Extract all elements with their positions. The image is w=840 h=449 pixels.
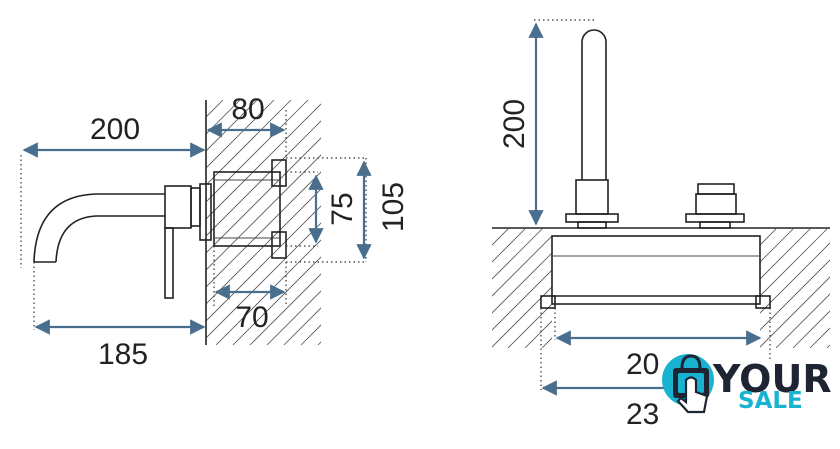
hatch-line bbox=[760, 228, 761, 229]
hatch-line bbox=[206, 222, 321, 339]
hatch-line bbox=[576, 228, 696, 348]
hatch-line bbox=[206, 100, 275, 169]
dim-200-label: 200 bbox=[498, 99, 531, 149]
hand-cursor-icon bbox=[676, 376, 709, 414]
handle-flange bbox=[685, 213, 745, 223]
hatch-line bbox=[492, 269, 552, 331]
wall-hatching bbox=[206, 100, 682, 345]
box-lug-bottom bbox=[271, 231, 287, 259]
hatch-line bbox=[249, 273, 321, 345]
right-front-view: 200 20 23 bbox=[492, 19, 830, 431]
yoursale-logo: YOUR SALE bbox=[662, 354, 832, 414]
hatch-line bbox=[760, 242, 830, 314]
handle-cap bbox=[697, 183, 735, 195]
handle-lever bbox=[164, 227, 174, 299]
hatch-line bbox=[206, 188, 321, 305]
concealed-box bbox=[213, 171, 281, 247]
hatch-line bbox=[232, 256, 321, 345]
spout-top bbox=[33, 193, 165, 263]
hatch-line bbox=[644, 228, 764, 348]
hatch-line bbox=[492, 228, 493, 229]
dim-105-label: 105 bbox=[377, 182, 410, 232]
handle-body bbox=[695, 193, 737, 215]
hatch-line bbox=[266, 290, 321, 345]
hatch-line bbox=[775, 293, 830, 348]
concealed-box bbox=[551, 235, 761, 305]
hatch-line bbox=[206, 100, 309, 203]
spout-flange bbox=[565, 213, 619, 223]
hatch-line bbox=[492, 228, 544, 280]
hatch-line bbox=[760, 259, 830, 331]
logo-word-your: YOUR bbox=[712, 357, 832, 401]
dim-200-label: 200 bbox=[90, 113, 140, 146]
flange-right bbox=[199, 183, 212, 241]
hatch-line bbox=[809, 327, 830, 348]
hatch-line bbox=[492, 286, 552, 348]
hatch-line bbox=[541, 337, 552, 348]
hatch-line bbox=[206, 154, 321, 271]
hatch-line bbox=[206, 103, 321, 220]
hatch-line bbox=[206, 100, 292, 186]
hatch-line bbox=[760, 228, 778, 246]
hatch-line bbox=[507, 303, 552, 348]
hatch-line bbox=[760, 276, 830, 348]
box-foot-left bbox=[540, 295, 556, 309]
dim-70-label: 70 bbox=[235, 301, 268, 334]
hatch-line bbox=[492, 228, 527, 263]
dim-20x-label: 20 bbox=[626, 348, 659, 381]
hatch-line bbox=[661, 228, 781, 348]
hatch-line bbox=[627, 228, 747, 348]
spout-base bbox=[575, 179, 609, 215]
flange-left bbox=[190, 187, 201, 227]
spout-bottom bbox=[55, 215, 165, 263]
box-lug-top bbox=[271, 159, 287, 187]
hatch-line bbox=[206, 205, 321, 322]
hatch-line bbox=[206, 120, 321, 237]
hatch-line bbox=[206, 100, 258, 152]
hatch-line bbox=[760, 228, 795, 263]
hatch-line bbox=[610, 228, 730, 348]
hatch-line bbox=[437, 100, 682, 345]
hatch-line bbox=[559, 228, 679, 348]
dim-185-label: 185 bbox=[98, 338, 148, 371]
hatch-line bbox=[792, 310, 830, 348]
hatch-line bbox=[826, 344, 830, 348]
hatch-line bbox=[206, 171, 321, 288]
hatch-line bbox=[760, 228, 829, 297]
logo-word-sale: SALE bbox=[738, 388, 803, 414]
dim-80-label: 80 bbox=[231, 93, 264, 126]
dim-23x-label: 23 bbox=[626, 398, 659, 431]
hatch-line bbox=[206, 137, 321, 254]
hatch-line bbox=[524, 320, 552, 348]
hatch-line bbox=[215, 239, 321, 345]
left-side-view: 200 80 75 105 70 185 bbox=[20, 93, 682, 371]
hatch-line bbox=[760, 228, 812, 280]
hatch-line bbox=[593, 228, 713, 348]
spout-riser bbox=[581, 29, 607, 180]
hatch-line bbox=[492, 252, 552, 314]
hatch-line bbox=[492, 235, 552, 297]
spout-body bbox=[164, 185, 192, 229]
hatch-line bbox=[492, 228, 510, 246]
box-foot-right bbox=[755, 295, 771, 309]
dim-75-label: 75 bbox=[326, 192, 359, 225]
